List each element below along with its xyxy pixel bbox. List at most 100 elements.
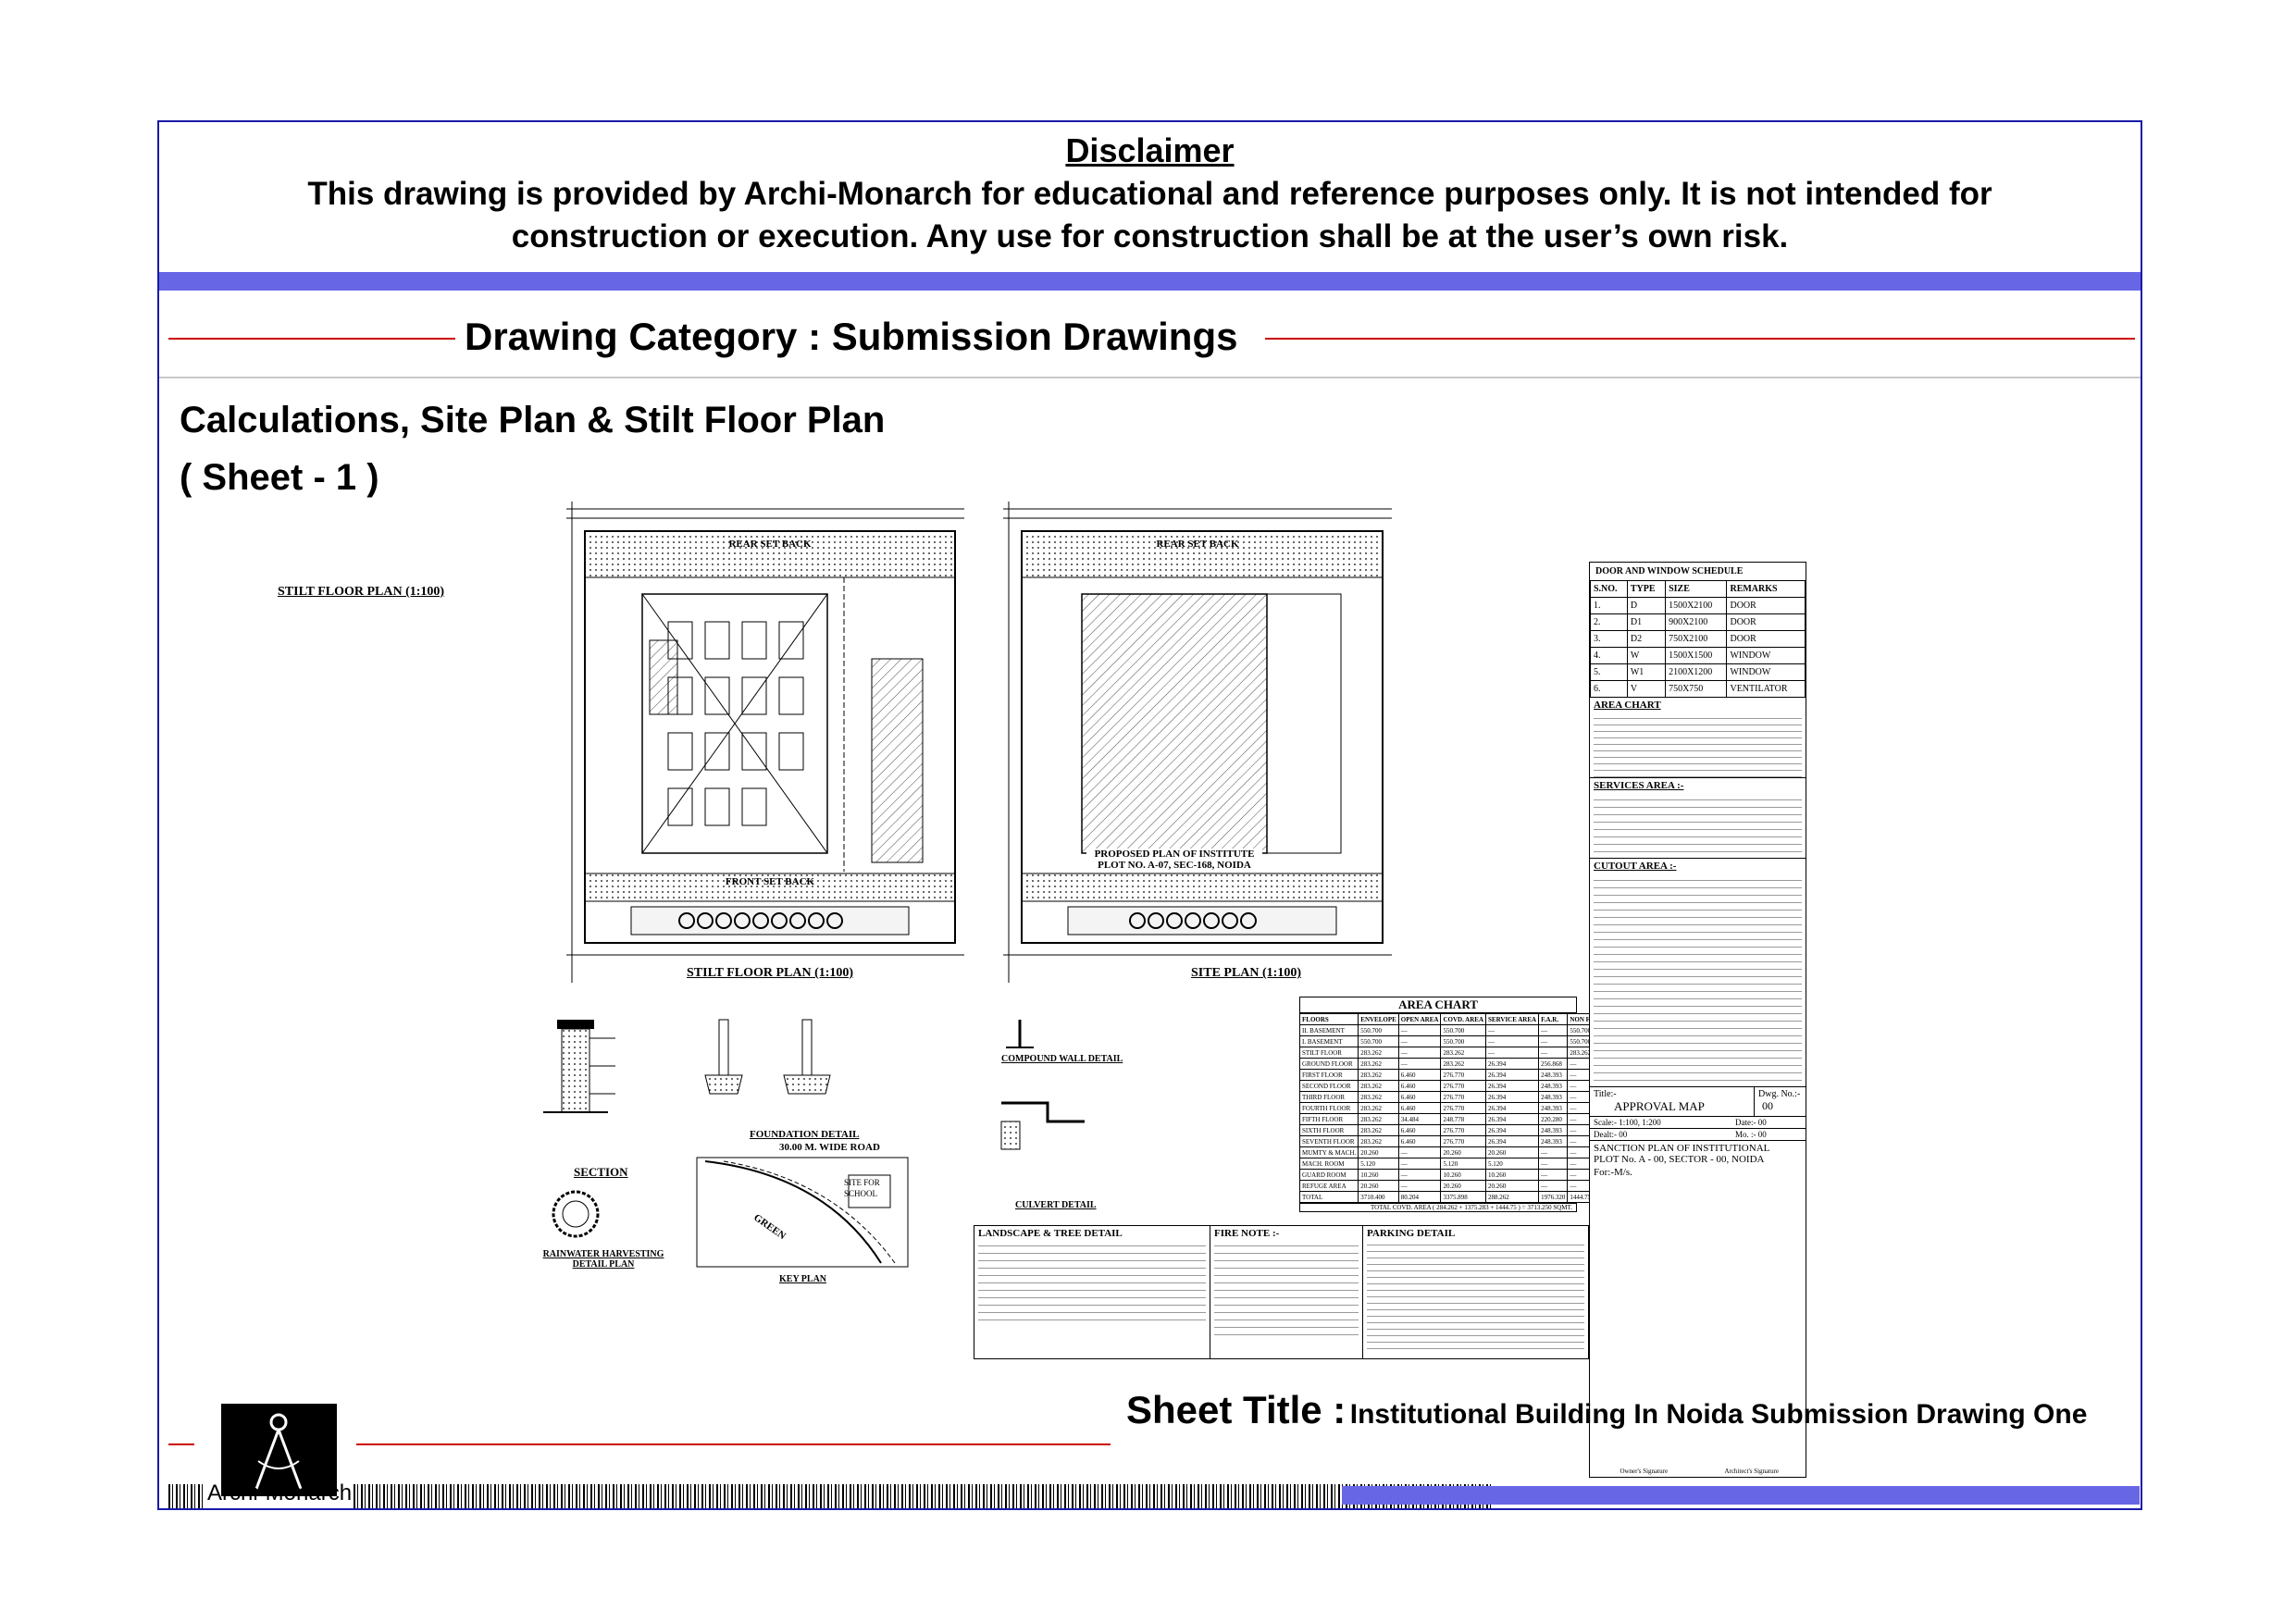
area-chart-cell: 20.260 <box>1440 1146 1487 1158</box>
door-schedule-title: DOOR AND WINDOW SCHEDULE <box>1595 566 1744 576</box>
stilt-floor-plan-caption: STILT FLOOR PLAN (1:100) <box>687 966 854 980</box>
dealt-row: Dealt:- 00 Mo. :- 00 <box>1590 1128 1806 1140</box>
category-separator <box>159 377 2141 378</box>
sheet-title: Sheet Title : Institutional Building In … <box>1126 1388 2087 1432</box>
rainwater-label: RAINWATER HARVESTING DETAIL PLAN <box>542 1249 664 1270</box>
proposed-plan-line: PROPOSED PLAN OF INSTITUTE <box>1094 849 1255 860</box>
door-schedule-cell: 1500X2100 <box>1665 597 1728 614</box>
fire-title: FIRE NOTE :- <box>1214 1228 1280 1239</box>
disclaimer-line-2: construction or execution. Any use for c… <box>511 218 1789 254</box>
area-chart-cell: — <box>1538 1035 1569 1047</box>
area-chart-cell: — <box>1485 1024 1540 1036</box>
area-chart-cell: 20.260 <box>1440 1180 1487 1192</box>
stilt-rear-setback: REAR SET BACK <box>728 539 812 550</box>
area-chart-cell: MUMTY & MACH. <box>1298 1146 1359 1158</box>
area-chart-header-cell: SERVICE AREA <box>1485 1013 1540 1025</box>
stilt-floor-plan-label: STILT FLOOR PLAN (1:100) <box>278 585 445 599</box>
sheet-number: ( Sheet - 1 ) <box>180 457 379 498</box>
area-chart-cell: 20.260 <box>1358 1180 1399 1192</box>
sheet-frame: Disclaimer This drawing is provided by A… <box>157 120 2142 1510</box>
stilt-front-setback: FRONT SET BACK <box>725 876 815 887</box>
area-chart-cell: — <box>1485 1047 1540 1059</box>
area-chart-cell: 26.394 <box>1485 1080 1540 1092</box>
area-chart-cell: 10.260 <box>1358 1169 1399 1181</box>
archi-monarch-logo <box>221 1404 337 1496</box>
area-chart-cell: 80.204 <box>1397 1191 1442 1203</box>
category-right-rule <box>1265 338 2135 340</box>
area-chart-cell: — <box>1397 1158 1442 1170</box>
area-chart-cell: 283.262 <box>1358 1091 1399 1103</box>
area-chart-cell: 1976.320 <box>1538 1191 1569 1203</box>
area-chart-cell: 283.262 <box>1358 1047 1399 1059</box>
area-chart-cell: 283.262 <box>1358 1113 1399 1125</box>
fire-panel: FIRE NOTE :- <box>1210 1226 1363 1358</box>
key-plan: 30.00 M. WIDE ROAD SITE FOR SCHOOL GREEN <box>696 1142 909 1268</box>
dealt: Dealt:- 00 <box>1594 1130 1628 1139</box>
area-chart-cell: 220.280 <box>1538 1113 1569 1125</box>
area-chart-cell: — <box>1538 1146 1569 1158</box>
area-chart-cell: 20.260 <box>1485 1146 1540 1158</box>
brand-name: Archi-Monarch <box>207 1481 353 1505</box>
parking-title: PARKING DETAIL <box>1367 1228 1456 1239</box>
area-chart-cell: 34.484 <box>1397 1113 1442 1125</box>
area-chart-cell: — <box>1538 1024 1569 1036</box>
door-schedule-cell: 2100X1200 <box>1665 663 1728 681</box>
fire-notes <box>1214 1239 1359 1341</box>
door-schedule-cell: DOOR <box>1726 597 1806 614</box>
area-chart-cell: 276.770 <box>1440 1069 1487 1081</box>
sheet-title-text: Institutional Building In Noida Submissi… <box>1349 1399 2088 1430</box>
area-chart-cell: I. BASEMENT <box>1298 1035 1359 1047</box>
door-schedule-cell: V <box>1626 680 1667 698</box>
area-chart-cell: — <box>1538 1047 1569 1059</box>
area-chart-cell: 6.460 <box>1397 1069 1442 1081</box>
door-schedule-header-cell: S.NO. <box>1590 580 1628 598</box>
area-chart-cell: 6.460 <box>1397 1091 1442 1103</box>
section-detail <box>534 1001 617 1131</box>
area-chart-cell: 550.700 <box>1440 1024 1487 1036</box>
area-chart-cell: 283.262 <box>1358 1058 1399 1070</box>
area-chart-total: TOTAL COVD. AREA ( 284.262 + 1375.283 + … <box>1299 1203 1577 1212</box>
area-chart-cell: 248.393 <box>1538 1069 1569 1081</box>
door-schedule-cell: DOOR <box>1726 630 1806 648</box>
area-chart-cell: STILT FLOOR <box>1298 1047 1359 1059</box>
door-schedule-cell: 5. <box>1590 663 1628 681</box>
landscape-panel: LANDSCAPE & TREE DETAIL <box>974 1226 1210 1358</box>
area-chart-cell: FIRST FLOOR <box>1298 1069 1359 1081</box>
area-chart-cell: TOTAL <box>1298 1191 1359 1203</box>
site-plan: REAR SET BACK PROPOSED PLAN OF INSTITUTE… <box>1003 502 1392 983</box>
area-chart-cell: 550.700 <box>1358 1035 1399 1047</box>
barcode-main <box>354 1484 1492 1508</box>
wall-details <box>992 1020 1112 1158</box>
door-schedule-cell: D1 <box>1626 613 1667 631</box>
door-schedule-cell: 1500X1500 <box>1665 647 1728 664</box>
area-chart-cell: 3710.400 <box>1358 1191 1399 1203</box>
area-chart-cell: GROUND FLOOR <box>1298 1058 1359 1070</box>
area-chart-cell: — <box>1538 1158 1569 1170</box>
area-chart-cell: 26.394 <box>1485 1113 1540 1125</box>
door-schedule-cell: 2. <box>1590 613 1628 631</box>
area-chart-cell: 283.262 <box>1440 1058 1487 1070</box>
signature-row: Owner's Signature Architect's Signature <box>1590 1468 1806 1475</box>
category-left-rule <box>168 338 455 340</box>
area-chart-cell: 276.770 <box>1440 1102 1487 1114</box>
area-chart-cell: SEVENTH FLOOR <box>1298 1135 1359 1147</box>
area-chart-cell: THIRD FLOOR <box>1298 1091 1359 1103</box>
area-chart-notes <box>1594 712 1802 777</box>
door-schedule-cell: D2 <box>1626 630 1667 648</box>
area-chart-cell: 3375.898 <box>1440 1191 1487 1203</box>
disclaimer-title: Disclaimer <box>1065 131 1235 169</box>
area-chart-title: AREA CHART <box>1299 997 1577 1013</box>
